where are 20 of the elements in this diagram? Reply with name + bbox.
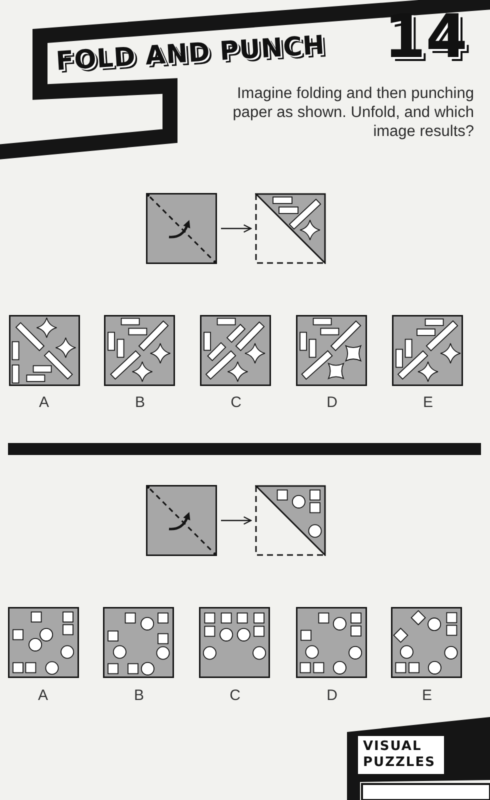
option-letter: C xyxy=(230,394,242,411)
option-letter: A xyxy=(39,394,49,411)
punched-folded-paper-drawing xyxy=(255,485,326,556)
section-label: VISUAL PUZZLES xyxy=(358,736,444,774)
option-letter: C xyxy=(230,687,240,704)
puzzle-number: 14 xyxy=(384,6,468,68)
option-letter: B xyxy=(135,394,145,411)
folding-paper-drawing xyxy=(146,193,217,264)
arrow xyxy=(221,516,252,525)
punched-folded-paper-drawing xyxy=(255,193,326,264)
folding-paper-drawing xyxy=(146,485,217,556)
arrow xyxy=(221,224,252,233)
option-letter: E xyxy=(422,687,432,704)
page-title: FOLD AND PUNCH xyxy=(55,30,326,77)
option-letter: A xyxy=(38,687,48,704)
option-letter: D xyxy=(326,687,338,704)
option-letter: D xyxy=(326,394,338,411)
instruction-text: Imagine folding and then punching paper as shown. Unfold, and which image results? xyxy=(232,84,474,141)
option-letter: E xyxy=(423,394,433,411)
option-letter: B xyxy=(134,687,144,704)
